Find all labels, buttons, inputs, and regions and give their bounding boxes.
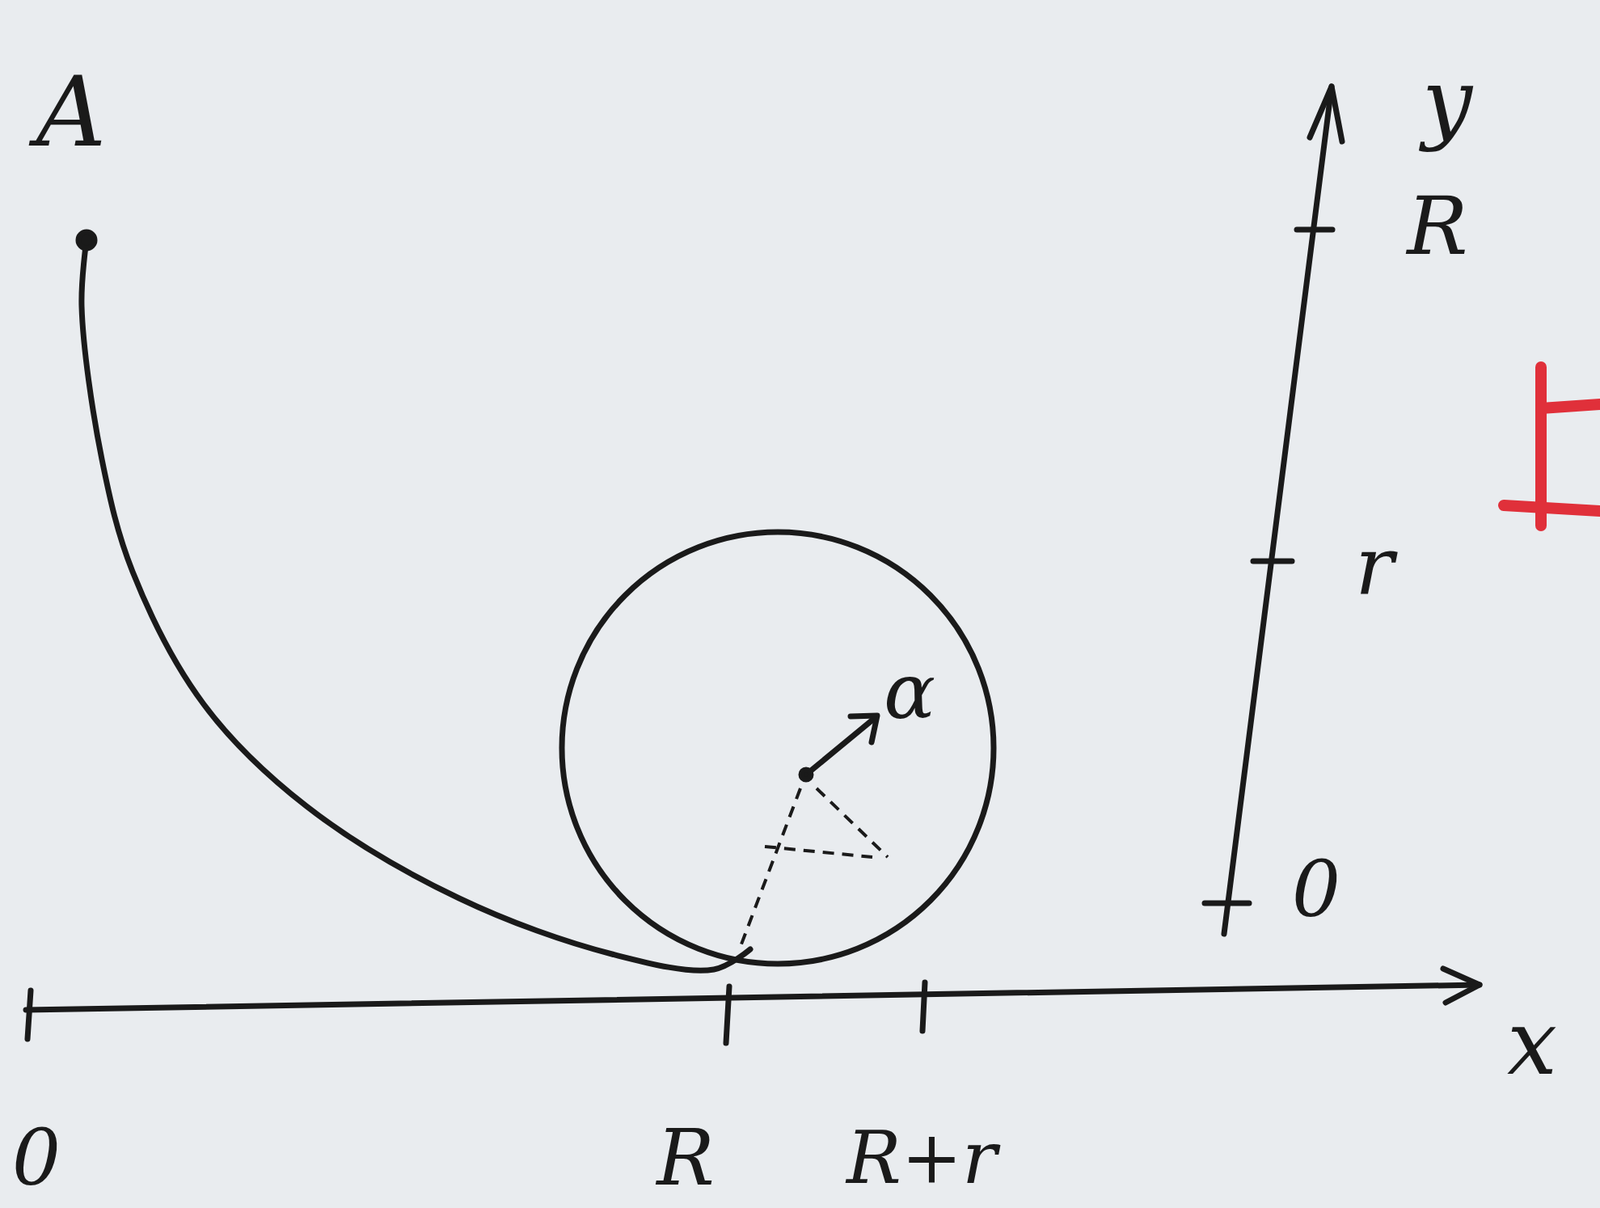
y-axis (1224, 86, 1332, 934)
radius-arrowhead (850, 715, 878, 743)
track-curve (81, 240, 751, 971)
tick-label: R (656, 1119, 715, 1197)
loop-circle (561, 531, 994, 964)
red-mark (1540, 404, 1600, 409)
tick-label: R (1406, 185, 1468, 267)
axis-label: x (1507, 998, 1558, 1088)
red-mark (1503, 505, 1600, 511)
dashed-line (764, 846, 873, 857)
axis-label: y (1422, 56, 1473, 146)
axis-tick (726, 986, 730, 1043)
start-dot (78, 232, 95, 249)
axis-tick (1204, 900, 1250, 907)
x-arrowhead (1443, 968, 1480, 1003)
tick-label: R+r (846, 1121, 997, 1195)
y-arrowhead (1309, 86, 1343, 142)
tick-label: 0 (1291, 851, 1341, 929)
angle-label: α (883, 653, 936, 731)
center-dot (801, 769, 811, 780)
axis-tick (1253, 558, 1292, 565)
tick-label: 0 (12, 1119, 61, 1197)
tick-label: r (1355, 525, 1394, 607)
axis-tick (922, 982, 925, 1031)
dashed-line (816, 788, 888, 857)
point-label: A (36, 63, 107, 161)
radius-arrow (806, 717, 875, 775)
x-axis (25, 984, 1480, 1010)
axis-tick (1296, 227, 1333, 233)
axis-tick (27, 990, 31, 1039)
dashed-line (739, 788, 801, 949)
